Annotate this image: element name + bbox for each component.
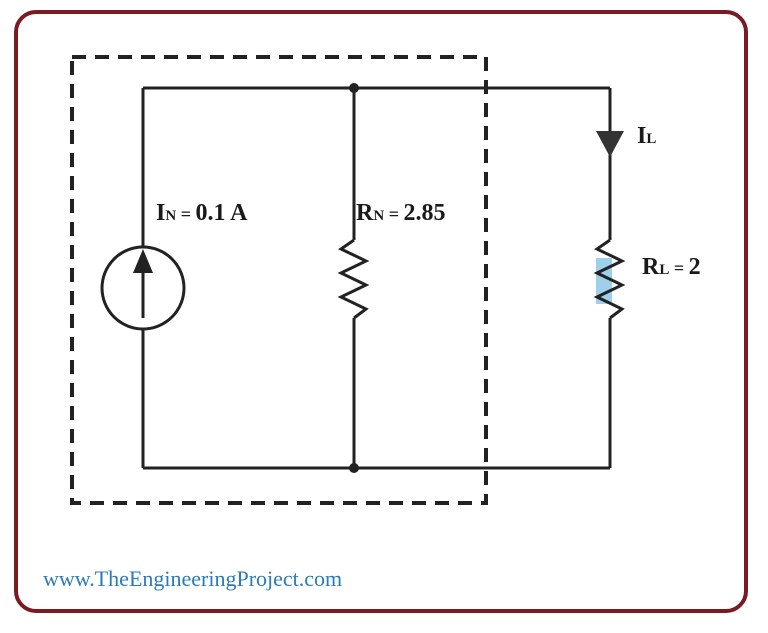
load-resistor-icon [593,238,626,320]
norton-resistor-label: RN = 2.85 [356,200,446,226]
load-current-label: IL [637,123,657,149]
website-watermark: www.TheEngineeringProject.com [43,566,343,591]
junction-top [349,83,359,93]
current-source-icon [100,245,186,331]
norton-equivalent-boundary [70,55,488,505]
source-label: IN = 0.1 A [156,200,248,226]
norton-resistor-icon [337,238,370,320]
junction-bottom [349,463,359,473]
load-resistor-label: RL = 2 [642,254,701,280]
load-current-arrow-icon [596,131,624,157]
